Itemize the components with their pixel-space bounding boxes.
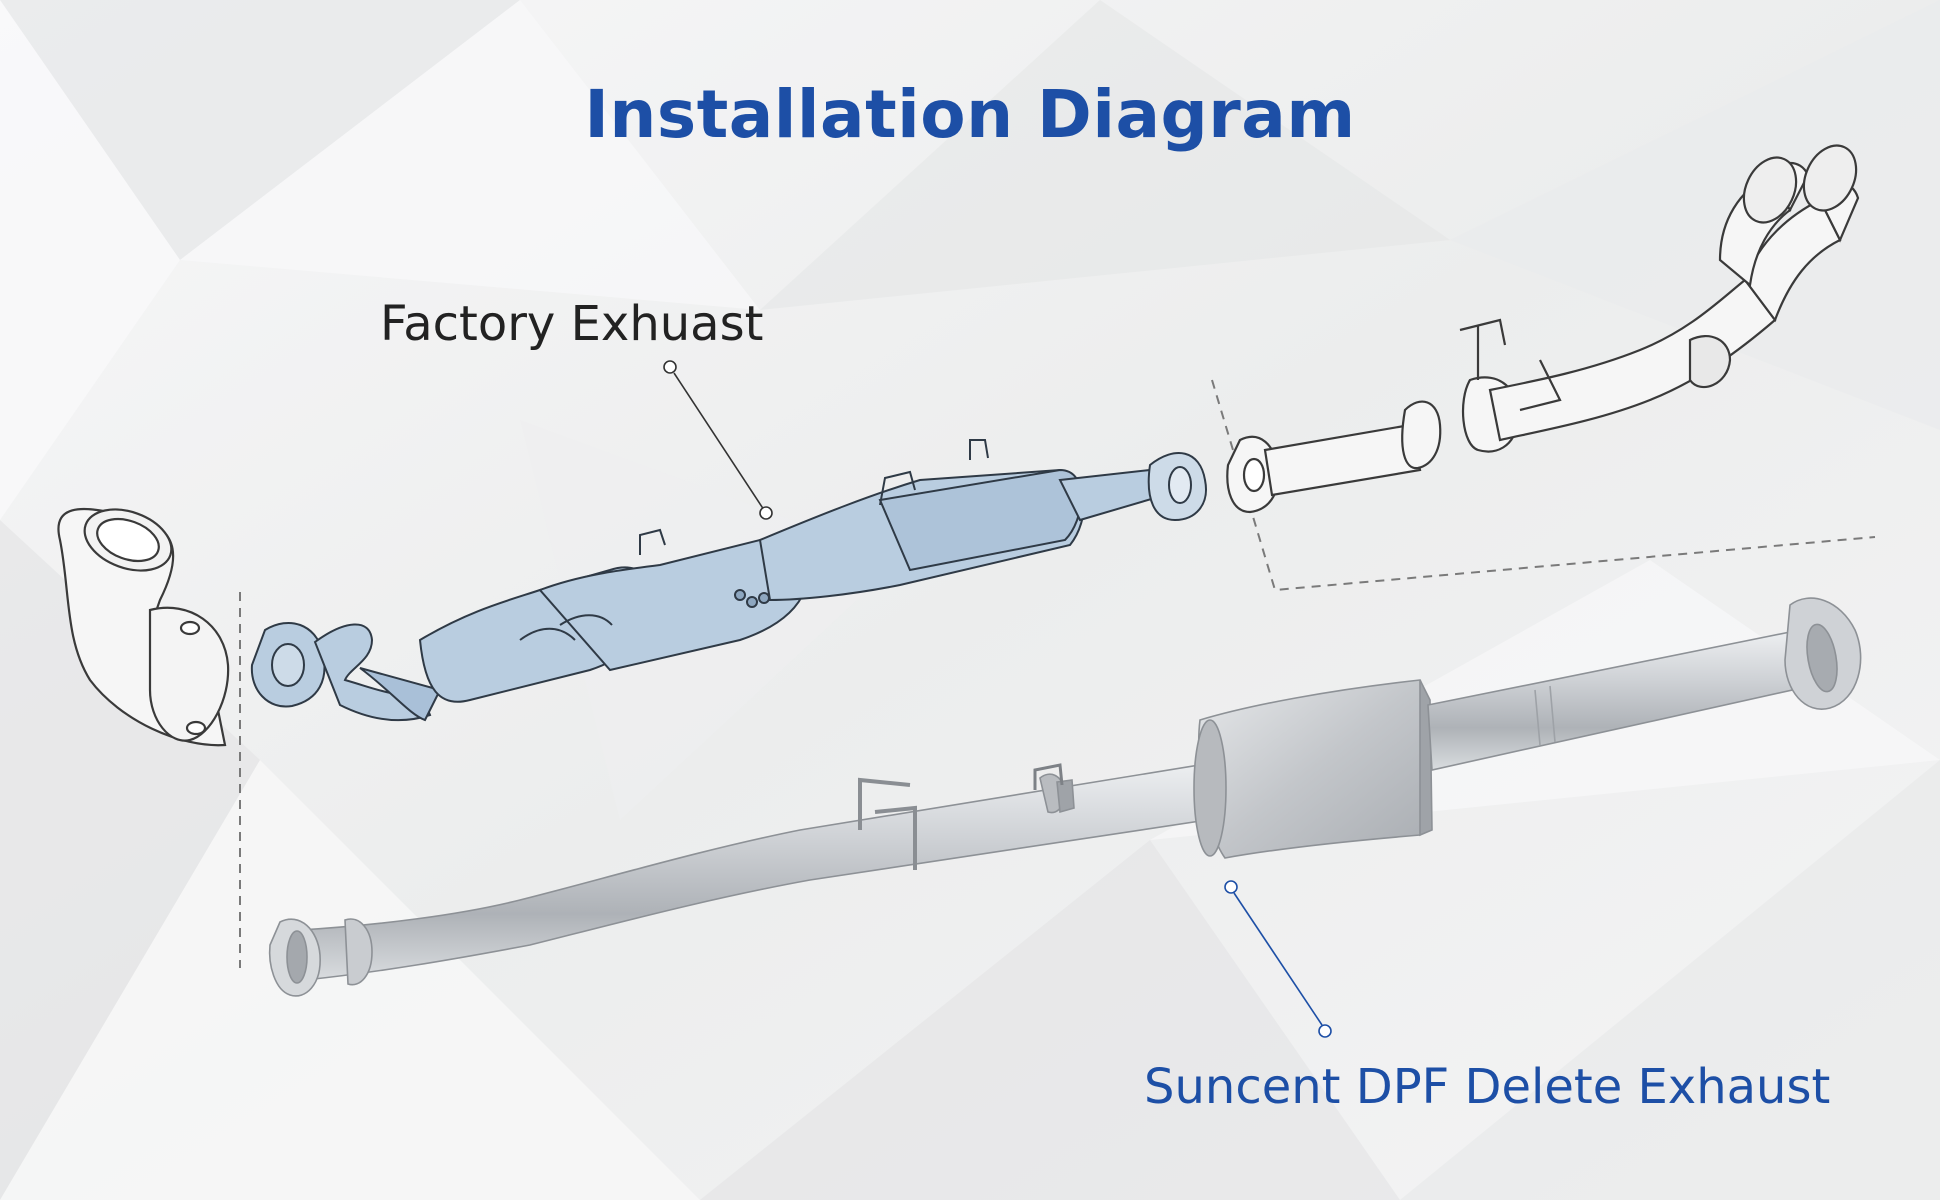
factory-callout — [663, 360, 773, 520]
suncent-exhaust-label: Suncent DPF Delete Exhaust — [1144, 1059, 1831, 1115]
factory-exhaust-assembly — [250, 439, 1207, 722]
factory-exhaust-label: Factory Exhuast — [380, 296, 764, 352]
factory-leader-line — [673, 372, 765, 511]
suncent-callout — [1224, 880, 1332, 1038]
factory-leader-end-dot — [759, 506, 773, 520]
turbo-elbow-pipe — [57, 507, 230, 747]
factory-leader-start-dot — [663, 360, 677, 374]
page-title: Installation Diagram — [584, 76, 1356, 153]
suncent-leader-end-dot — [1318, 1024, 1332, 1038]
suncent-leader-start-dot — [1224, 880, 1238, 894]
suncent-dpf-delete-exhaust — [268, 597, 1862, 997]
suncent-leader-line — [1233, 892, 1323, 1026]
mid-pipe-and-tailpipe — [1226, 144, 1860, 514]
